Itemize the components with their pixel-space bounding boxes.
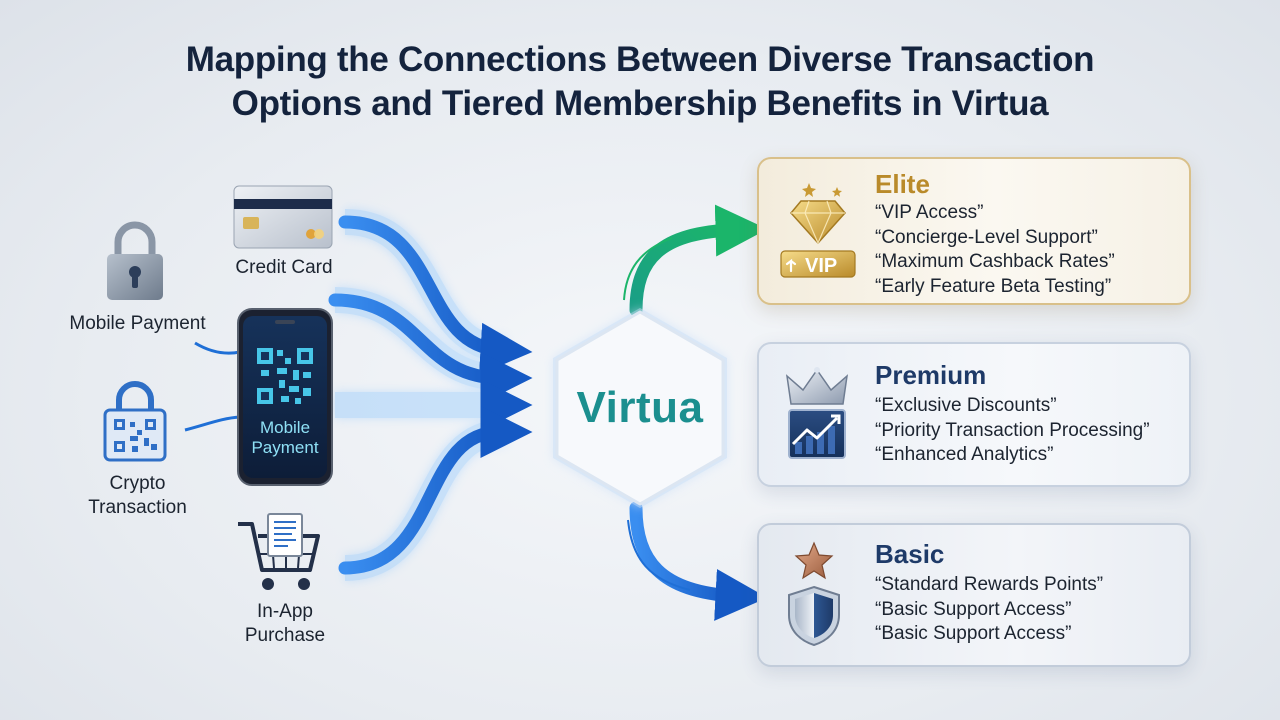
phone-screen-label-line-1: Mobile <box>259 418 311 437</box>
vip-badge-text: VIP <box>805 255 838 277</box>
flow-to-basic <box>629 501 768 621</box>
hub-label: Virtua <box>576 383 704 432</box>
star-shield-icon <box>788 541 840 647</box>
flow-in-app <box>338 406 533 575</box>
flow-to-elite <box>629 204 768 317</box>
in-app-label: In-App Purchase <box>225 600 345 648</box>
benefit-item: “Basic Support Access” <box>875 623 1072 644</box>
benefit-item: “Exclusive Discounts” <box>875 395 1057 416</box>
benefit-item: “Basic Support Access” <box>875 598 1072 620</box>
benefit-item: “Enhanced Analytics” <box>875 444 1054 465</box>
benefits-basic: “Standard Rewards Points” “Basic Support… <box>875 573 1103 647</box>
benefit-item: “Standard Rewards Points” <box>875 574 1104 595</box>
tier-card-premium: Premium “Exclusive Discounts” “Priority … <box>757 342 1191 487</box>
crypto-label: Crypto Transaction <box>70 472 205 520</box>
tier-name-elite: Elite <box>875 169 930 199</box>
title-line-1: Mapping the Connections Between Diverse … <box>185 40 1095 79</box>
crown-chart-icon <box>785 367 849 459</box>
benefit-item: “Early Feature Beta Testing” <box>875 275 1112 297</box>
tier-card-basic: Basic “Standard Rewards Points” “Basic S… <box>757 523 1191 667</box>
benefit-item: “VIP Access” <box>875 202 984 223</box>
flow-mobile-upper <box>328 293 533 404</box>
flow-credit-card <box>338 215 533 375</box>
connector-crypto <box>184 415 241 432</box>
benefits-premium: “Exclusive Discounts” “Priority Transact… <box>875 394 1150 468</box>
smartphone-qr-icon <box>237 308 333 486</box>
benefit-item: “Priority Transaction Processing” <box>875 419 1150 441</box>
credit-card-icon <box>233 185 333 249</box>
tier-name-basic: Basic <box>875 539 945 569</box>
benefit-item: “Concierge-Level Support” <box>875 226 1098 248</box>
phone-screen-label-line-2: Payment <box>251 438 319 457</box>
mobile-payment-label: Mobile Payment <box>69 313 206 334</box>
padlock-icon <box>107 221 163 300</box>
shopping-cart-icon <box>238 513 320 590</box>
crypto-label-line-1: Crypto <box>109 473 166 494</box>
crypto-label-line-2: Transaction <box>88 497 187 518</box>
benefit-item: “Maximum Cashback Rates” <box>875 251 1115 272</box>
credit-card-label: Credit Card <box>235 257 333 278</box>
title-line-2: Options and Tiered Membership Benefits i… <box>231 84 1049 123</box>
connector-elite-arc <box>623 237 673 301</box>
connector-mobile-lock <box>194 341 241 355</box>
tier-card-elite: VIP Elite “VIP Access” “Concierge-Level … <box>757 157 1191 305</box>
diamond-icon <box>780 183 856 278</box>
diagram-title: Mapping the Connections Between Diverse … <box>0 38 1280 126</box>
in-app-label-line-2: Purchase <box>244 625 326 646</box>
tier-name-premium: Premium <box>875 360 987 390</box>
crypto-lock-icon <box>103 381 167 462</box>
virtua-hub <box>553 308 727 508</box>
connector-basic-arc <box>627 519 691 591</box>
benefits-elite: “VIP Access” “Concierge-Level Support” “… <box>875 201 1115 299</box>
in-app-label-line-1: In-App <box>257 601 313 622</box>
phone-screen-label: Mobile Payment <box>240 418 330 458</box>
